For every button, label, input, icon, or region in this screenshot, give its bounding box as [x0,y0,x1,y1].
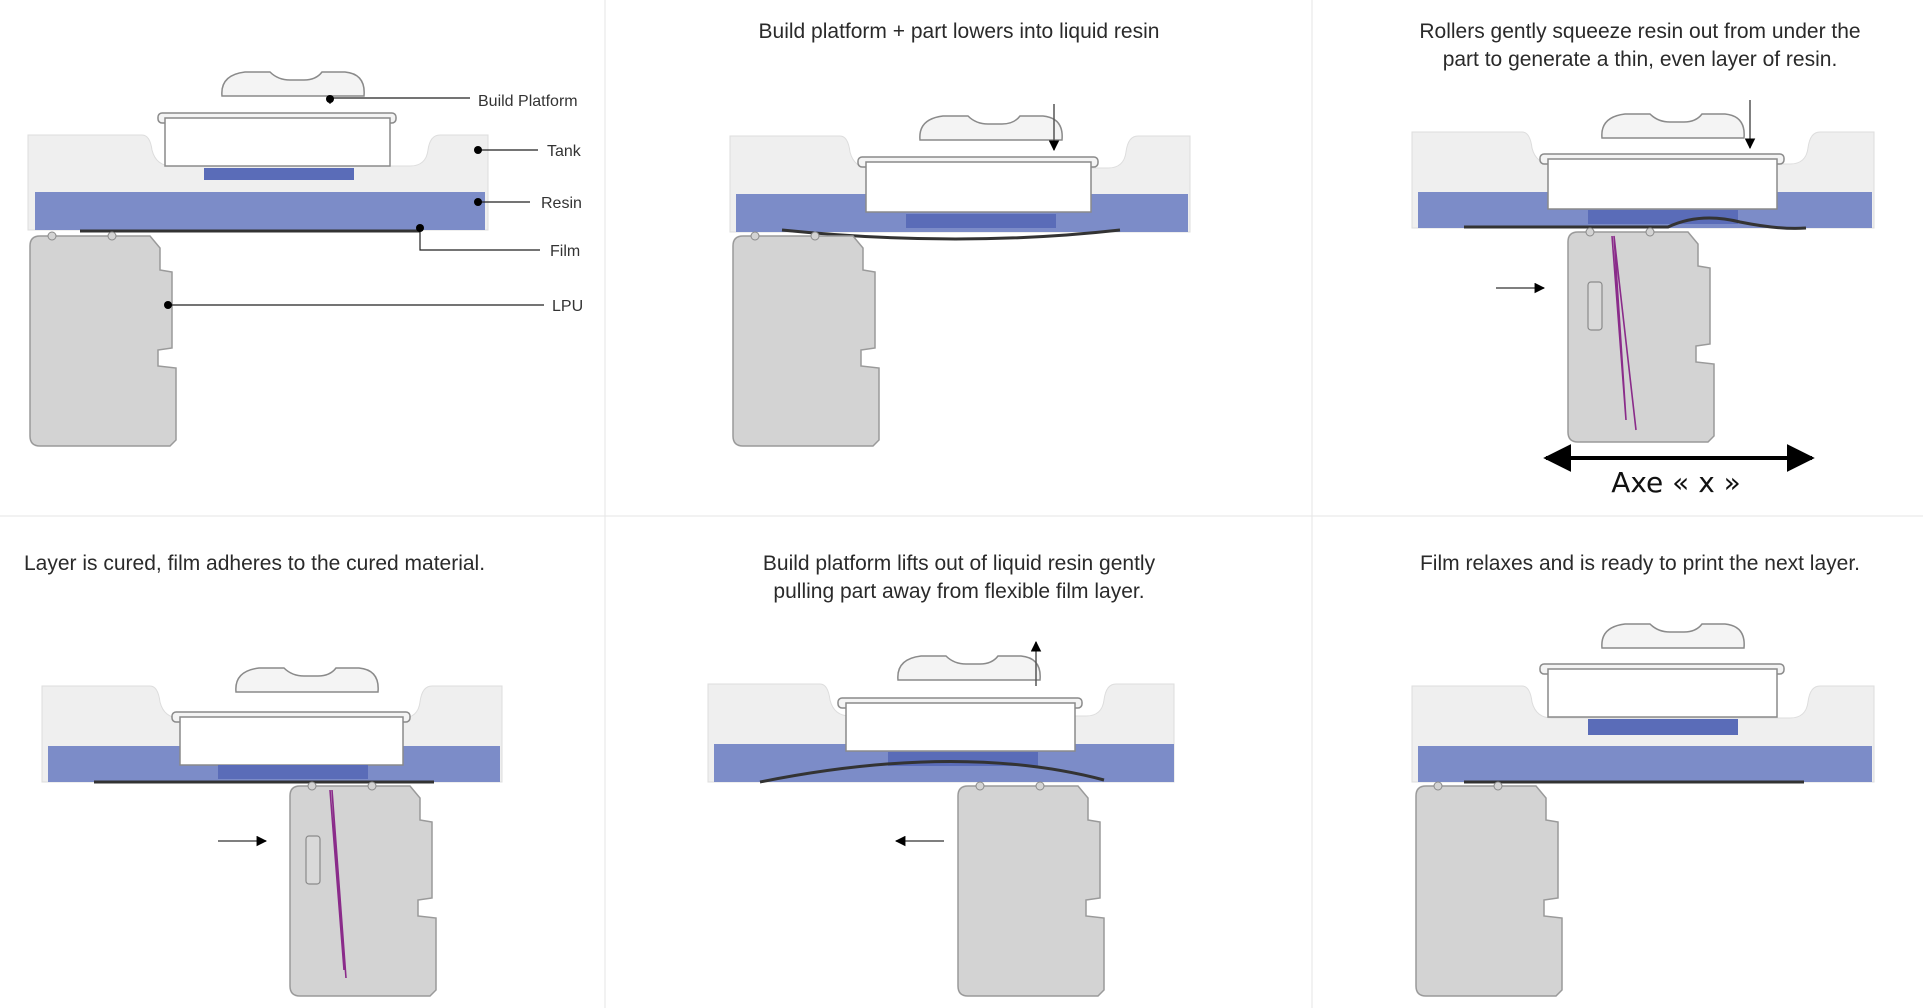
film [759,760,1105,784]
laser-beam [1611,235,1637,431]
build-platform [171,667,411,766]
caption-cure: Layer is cured, film adheres to the cure… [24,552,485,575]
caption-relax: Film relaxes and is ready to print the n… [1420,552,1860,575]
panel-lift: Build platform lifts out of liquid resin… [707,552,1175,997]
resin-layer [1418,746,1872,782]
caption-squeeze-line-2: part to generate a thin, even layer of r… [1443,48,1838,71]
lpu [957,781,1105,997]
callout-film: Film [550,243,580,260]
printed-part [218,765,368,779]
panel-cure: Layer is cured, film adheres to the cure… [24,552,503,997]
caption-lift-line-2: pulling part away from flexible film lay… [773,580,1144,603]
build-platform [1539,113,1785,210]
build-platform [157,71,397,167]
lpu [1415,781,1563,997]
callout-tank: Tank [547,143,582,160]
panel-lower: Build platform + part lowers into liquid… [729,20,1191,447]
callout-dots [164,95,482,309]
laser-beam [329,789,347,979]
build-platform [1539,623,1785,718]
printed-part [1588,210,1738,224]
film [781,228,1121,241]
panel-relax: Film relaxes and is ready to print the n… [1411,552,1875,997]
panel-squeeze: Rollers gently squeeze resin out from un… [1411,20,1875,499]
lpu [289,781,437,997]
lpu [732,231,880,447]
caption-lift-line-1: Build platform lifts out of liquid resin… [763,552,1156,575]
resin-layer [35,192,485,230]
printed-part [906,214,1056,228]
callout-resin: Resin [541,195,582,212]
printed-part [1588,719,1738,735]
callout-build-platform: Build Platform [478,93,578,110]
build-platform [837,655,1083,752]
printed-part [204,168,354,180]
caption-squeeze-line-1: Rollers gently squeeze resin out from un… [1419,20,1860,43]
x-axis-label: Axe « x » [1611,466,1741,499]
build-platform [857,115,1099,213]
panel-parts-legend: Build Platform Tank Resin Film LPU [27,71,583,447]
lpu [29,231,177,447]
callout-lpu: LPU [552,298,583,315]
lpu [1567,227,1715,443]
film [1464,216,1807,230]
caption-lower: Build platform + part lowers into liquid… [759,20,1160,43]
